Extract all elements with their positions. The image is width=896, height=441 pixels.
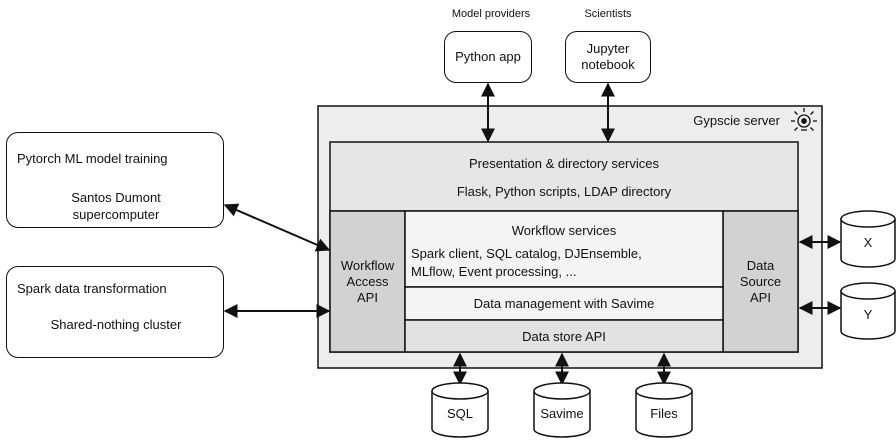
x-store-cylinder xyxy=(840,210,896,268)
scientists-label: Scientists xyxy=(584,8,632,20)
savime-store-cylinder xyxy=(533,382,591,438)
data-store-api-box xyxy=(404,319,724,353)
y-store-label: Y xyxy=(863,306,873,322)
gear-bulb-icon xyxy=(791,108,817,131)
data-store-api-label: Data store API xyxy=(522,328,606,344)
spark-line1: Shared-nothing cluster xyxy=(50,317,182,332)
workflow-access-api-line3: API xyxy=(357,289,378,305)
workflow-access-api-line2: Access xyxy=(346,273,389,289)
y-store-cylinder xyxy=(840,282,896,340)
data-management-label: Data management with Savime xyxy=(473,296,655,311)
model-providers-label: Model providers xyxy=(451,8,531,20)
jupyter-label-line1: Jupyter xyxy=(586,41,630,56)
data-source-api-box xyxy=(722,210,799,353)
files-store-label: Files xyxy=(650,405,678,421)
files-store-cylinder xyxy=(635,382,693,438)
python-app-box: Python app xyxy=(444,31,532,83)
server-title: Gypscie server xyxy=(693,113,780,128)
python-app-label: Python app xyxy=(455,49,521,64)
workflow-access-api-label: Workflow Access API xyxy=(330,211,405,352)
workflow-services-line2: MLflow, Event processing, ... xyxy=(411,264,577,279)
workflow-services-line1: Spark client, SQL catalog, DJEnsemble, xyxy=(411,246,642,261)
data-source-api-label: Data Source API xyxy=(723,211,798,352)
workflow-services-box xyxy=(404,210,724,288)
pytorch-line2: supercomputer xyxy=(72,207,160,222)
presentation-subtitle: Flask, Python scripts, LDAP directory xyxy=(456,183,672,199)
sql-store-label: SQL xyxy=(446,405,473,421)
workflow-access-api-line1: Workflow xyxy=(340,257,395,273)
jupyter-label-line2: notebook xyxy=(581,57,635,72)
jupyter-notebook-box: Jupyter notebook xyxy=(565,31,651,83)
pytorch-title: Pytorch ML model training xyxy=(17,151,168,166)
data-management-box xyxy=(404,286,724,321)
workflow-access-api-box xyxy=(329,210,406,353)
data-source-api-line1: Data xyxy=(746,257,775,273)
pytorch-line1: Santos Dumont xyxy=(71,190,161,205)
pytorch-training-box: Pytorch ML model training Santos Dumont … xyxy=(6,132,224,228)
data-source-api-line2: Source xyxy=(739,273,782,289)
workflow-services-title: Workflow services xyxy=(511,222,617,238)
data-source-api-line3: API xyxy=(750,289,771,305)
spark-title: Spark data transformation xyxy=(17,281,167,296)
pytorch-arrow xyxy=(223,203,331,252)
presentation-title: Presentation & directory services xyxy=(468,155,660,171)
savime-store-label: Savime xyxy=(540,405,584,421)
sql-store-cylinder xyxy=(431,382,489,438)
spark-transformation-box: Spark data transformation Shared-nothing… xyxy=(6,266,224,358)
x-store-label: X xyxy=(863,234,873,250)
